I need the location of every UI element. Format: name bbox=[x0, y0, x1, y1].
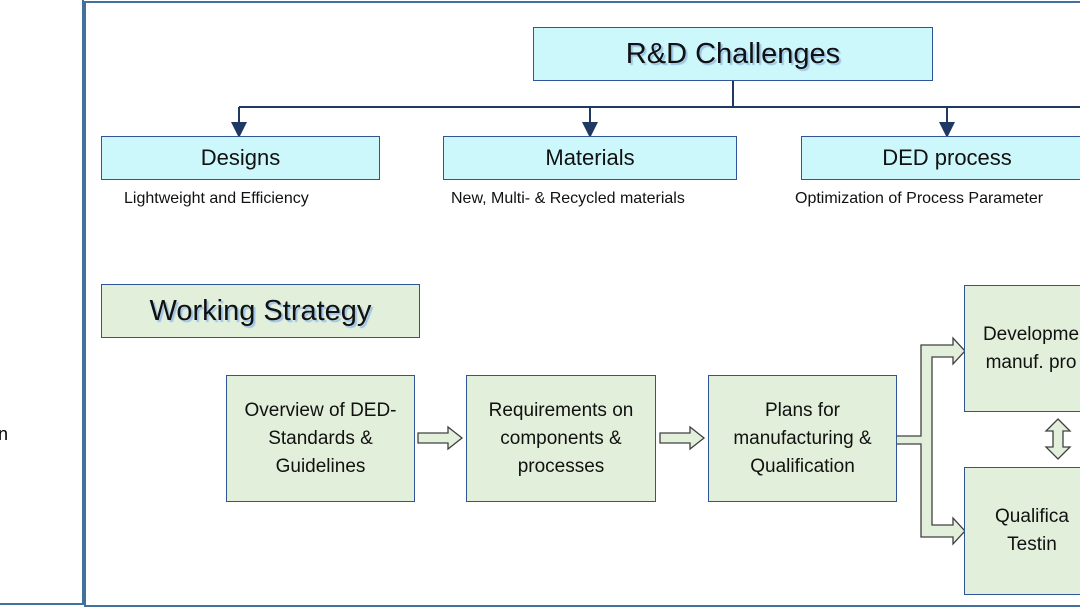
ded-subtext: Optimization of Process Parameter bbox=[795, 190, 1044, 207]
block-arrow-1 bbox=[417, 425, 464, 451]
step-overview: Overview of DED- Standards & Guidelines bbox=[226, 375, 415, 502]
branch-qualification-text: Qualifica Testin bbox=[995, 506, 1069, 555]
fork-arrow bbox=[893, 336, 966, 546]
category-materials: Materials bbox=[443, 136, 737, 180]
step-requirements: Requirements on components & processes bbox=[466, 375, 656, 502]
materials-subtext: New, Multi- & Recycled materials bbox=[451, 190, 685, 207]
step-plans: Plans for manufacturing & Qualification bbox=[708, 375, 897, 502]
branch-development: Developme manuf. pro bbox=[964, 285, 1080, 412]
left-panel bbox=[0, 0, 84, 605]
category-ded-process: DED process bbox=[801, 136, 1080, 180]
designs-subtext: Lightweight and Efficiency bbox=[124, 190, 309, 207]
working-strategy-title: Working Strategy bbox=[101, 284, 420, 338]
branch-development-text: Developme manuf. pro bbox=[982, 323, 1080, 373]
branch-qualification: Qualifica Testin bbox=[964, 467, 1080, 595]
left-text-fragment: n bbox=[0, 424, 9, 444]
diagram-frame bbox=[84, 1, 1080, 607]
block-arrow-2 bbox=[659, 425, 706, 451]
double-arrow bbox=[1044, 418, 1072, 460]
category-designs: Designs bbox=[101, 136, 380, 180]
rd-challenges-title: R&D Challenges bbox=[533, 27, 933, 81]
